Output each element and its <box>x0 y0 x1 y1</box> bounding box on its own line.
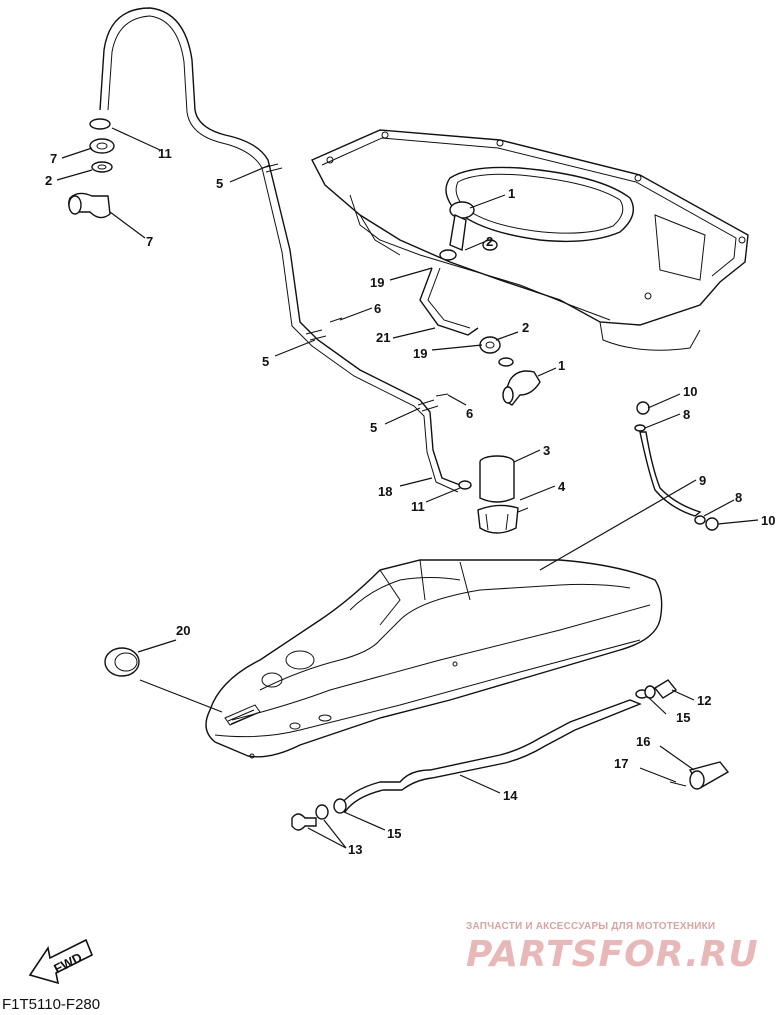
callout-15: 15 <box>676 710 690 725</box>
callout-3: 3 <box>543 443 550 458</box>
short-hoses <box>419 267 479 336</box>
watermark-logo: PARTSFOR.RU <box>466 934 759 975</box>
fwd-label: FWD <box>51 950 84 977</box>
callout-10: 10 <box>683 384 697 399</box>
drain-plug-16 <box>669 761 730 790</box>
callout-7: 7 <box>50 151 57 166</box>
callout-9: 9 <box>699 473 706 488</box>
fittings-left <box>68 118 115 219</box>
callout-10: 10 <box>761 513 775 528</box>
callout-15: 15 <box>387 826 401 841</box>
forward-arrow-icon: FWD <box>28 938 94 985</box>
callout-11: 11 <box>411 499 425 514</box>
callout-2: 2 <box>522 320 529 335</box>
callout-5: 5 <box>370 420 377 435</box>
callout-5: 5 <box>262 354 269 369</box>
callout-20: 20 <box>176 623 190 638</box>
callout-5: 5 <box>216 176 223 191</box>
callout-4: 4 <box>558 479 566 494</box>
callout-11: 11 <box>158 146 172 161</box>
vent-fittings <box>439 201 541 406</box>
callout-12: 12 <box>697 693 711 708</box>
watermark-tagline: ЗАПЧАСТИ И АКСЕССУАРЫ ДЛЯ МОТОТЕХНИКИ <box>466 921 716 932</box>
callout-6: 6 <box>466 406 473 421</box>
callout-8: 8 <box>683 407 690 422</box>
callout-19: 19 <box>413 346 427 361</box>
callout-21: 21 <box>376 330 390 345</box>
callout-17: 17 <box>614 756 628 771</box>
vent-hose <box>99 7 461 493</box>
callout-2: 2 <box>45 173 52 188</box>
callout-18: 18 <box>378 484 392 499</box>
callout-19: 19 <box>370 275 384 290</box>
drain-hose <box>634 401 719 531</box>
leader-lines <box>56 127 759 849</box>
callout-7: 7 <box>146 234 153 249</box>
callout-1: 1 <box>508 186 515 201</box>
diagram-code: F1T5110-F280 <box>2 996 101 1013</box>
callout-13: 13 <box>348 842 362 857</box>
callout-2: 2 <box>486 234 493 249</box>
callout-8: 8 <box>735 490 742 505</box>
bilge-hose <box>291 679 678 831</box>
callout-labels: 11 7 2 7 5 1 2 19 6 21 5 2 19 1 5 6 3 4 … <box>45 146 775 857</box>
callout-1: 1 <box>558 358 565 373</box>
callout-14: 14 <box>503 788 518 803</box>
drain-plug-20 <box>104 647 140 677</box>
boat-hull <box>205 559 663 759</box>
engine-tray <box>311 129 749 351</box>
filter-canister <box>458 455 529 534</box>
callout-6: 6 <box>374 301 381 316</box>
callout-16: 16 <box>636 734 650 749</box>
